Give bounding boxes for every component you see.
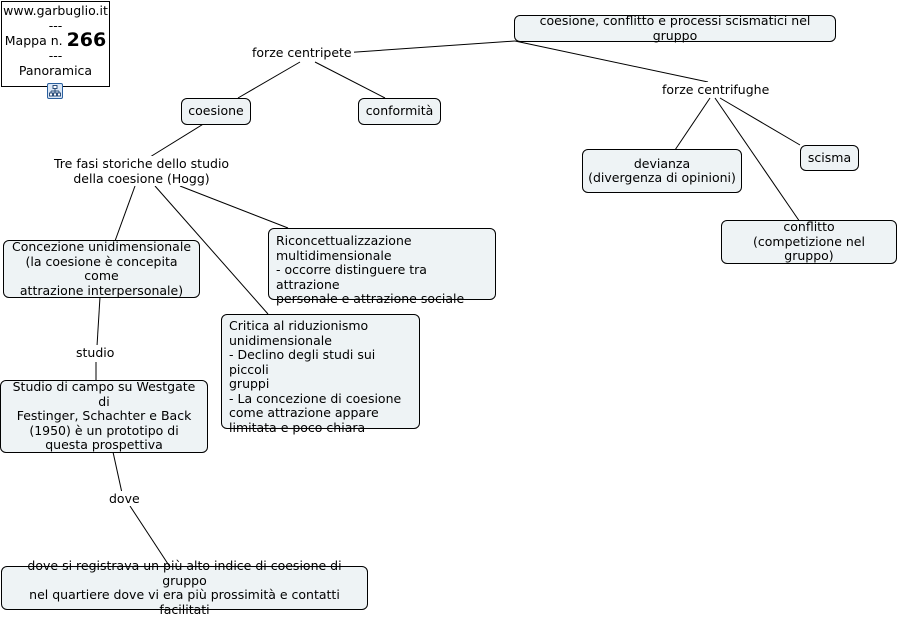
map-number-value: 266 [66,29,107,51]
concept-root[interactable]: coesione, conflitto e processi scismatic… [514,13,836,42]
map-number-prefix: Mappa n. [4,33,63,48]
concept-indice-coesione[interactable]: dove si registrava un più alto indice di… [1,558,368,616]
view-label: Panoramica [18,63,93,78]
link-forze-centrifughe: forze centrifughe [660,82,772,97]
concept-conflitto[interactable]: conflitto (competizione nel gruppo) [721,220,897,264]
link-dove: dove [107,491,142,506]
concept-coesione[interactable]: coesione [181,98,251,125]
map-info-box: www.garbuglio.it --- Mappa n. 266 --- Pa… [1,1,110,87]
separator: --- [48,48,63,63]
link-studio: studio [74,345,117,360]
separator: --- [48,18,63,33]
concept-conformita[interactable]: conformità [358,98,441,125]
concept-critica-riduzionismo[interactable]: Critica al riduzionismo unidimensionale … [221,314,420,434]
concept-concezione-unidimensionale[interactable]: Concezione unidimensionale (la coesione … [3,239,200,298]
concept-riconcettualizzazione[interactable]: Riconcettualizzazione multidimensionale … [268,228,496,306]
site-url[interactable]: www.garbuglio.it [3,3,108,18]
link-tre-fasi: Tre fasi storiche dello studio della coe… [52,156,232,186]
link-forze-centripete: forze centripete [250,45,354,60]
concept-devianza[interactable]: devianza (divergenza di opinioni) [582,149,742,193]
sitemap-icon[interactable] [47,83,63,99]
concept-studio-westgate[interactable]: Studio di campo su Westgate di Festinger… [0,380,208,453]
concept-scisma[interactable]: scisma [800,145,859,171]
map-number: Mappa n. 266 [2,31,109,50]
